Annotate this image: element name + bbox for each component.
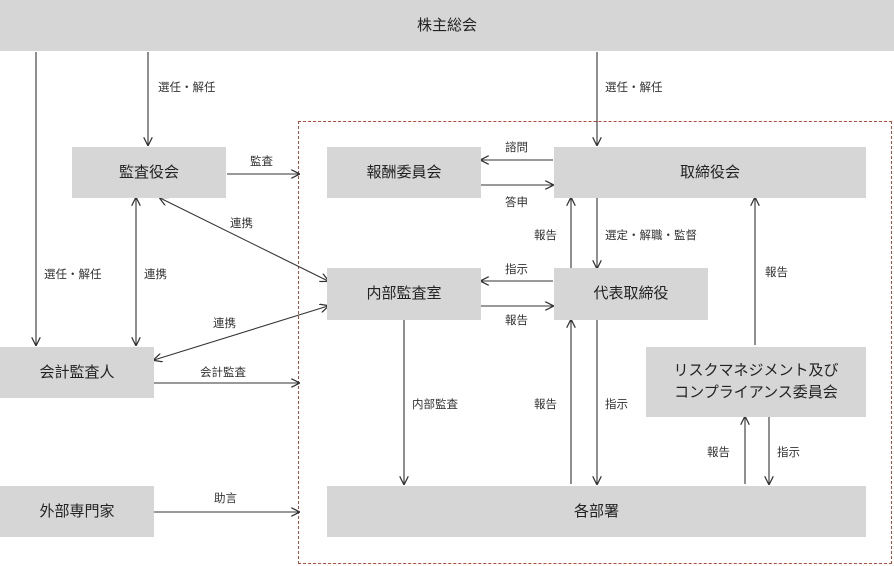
label-cooperate-audit-accounting: 連携: [144, 267, 167, 281]
label-appoint-dismiss-accounting-auditor: 選任・解任: [44, 267, 102, 281]
node-board-of-directors: 取締役会: [554, 147, 866, 198]
label-instruct-departments: 指示: [605, 397, 628, 411]
label-select-dismiss-supervise: 選定・解職・監督: [605, 228, 697, 242]
label-instruct-risk-departments: 指示: [777, 445, 800, 459]
node-representative-director: 代表取締役: [554, 268, 708, 320]
label-report-risk-board: 報告: [765, 265, 788, 279]
arrow-audit-board-internal-audit-cooperate: [160, 198, 328, 281]
label-appoint-dismiss-audit-board: 選任・解任: [158, 80, 216, 94]
node-internal-audit-office: 内部監査室: [327, 268, 481, 320]
label-cooperate-audit-internal: 連携: [230, 216, 253, 230]
label-accounting-audit: 会計監査: [200, 365, 246, 379]
label-advice: 助言: [214, 491, 237, 505]
node-audit-board: 監査役会: [72, 147, 226, 198]
label-report-departments-risk: 報告: [707, 445, 730, 459]
label-answer: 答申: [505, 195, 528, 209]
node-shareholders: 株主総会: [0, 0, 894, 51]
label-report-ceo-board: 報告: [534, 228, 557, 242]
node-risk-compliance-committee: リスクマネジメント及び コンプライアンス委員会: [646, 347, 866, 417]
node-compensation-committee: 報酬委員会: [327, 147, 481, 198]
label-internal-audit-action: 内部監査: [412, 397, 458, 411]
node-external-experts: 外部専門家: [0, 486, 154, 537]
label-report-departments-ceo: 報告: [534, 397, 557, 411]
node-departments: 各部署: [327, 486, 866, 537]
node-accounting-auditor: 会計監査人: [0, 347, 154, 398]
label-audit: 監査: [250, 154, 273, 168]
label-appoint-dismiss-board: 選任・解任: [605, 80, 663, 94]
label-instruct-internal-audit: 指示: [505, 262, 528, 276]
label-consult: 諮問: [505, 140, 528, 154]
arrow-accounting-auditor-internal-audit-cooperate: [154, 306, 328, 360]
label-cooperate-accounting-internal: 連携: [213, 316, 236, 330]
label-report-internal-audit: 報告: [505, 313, 528, 327]
